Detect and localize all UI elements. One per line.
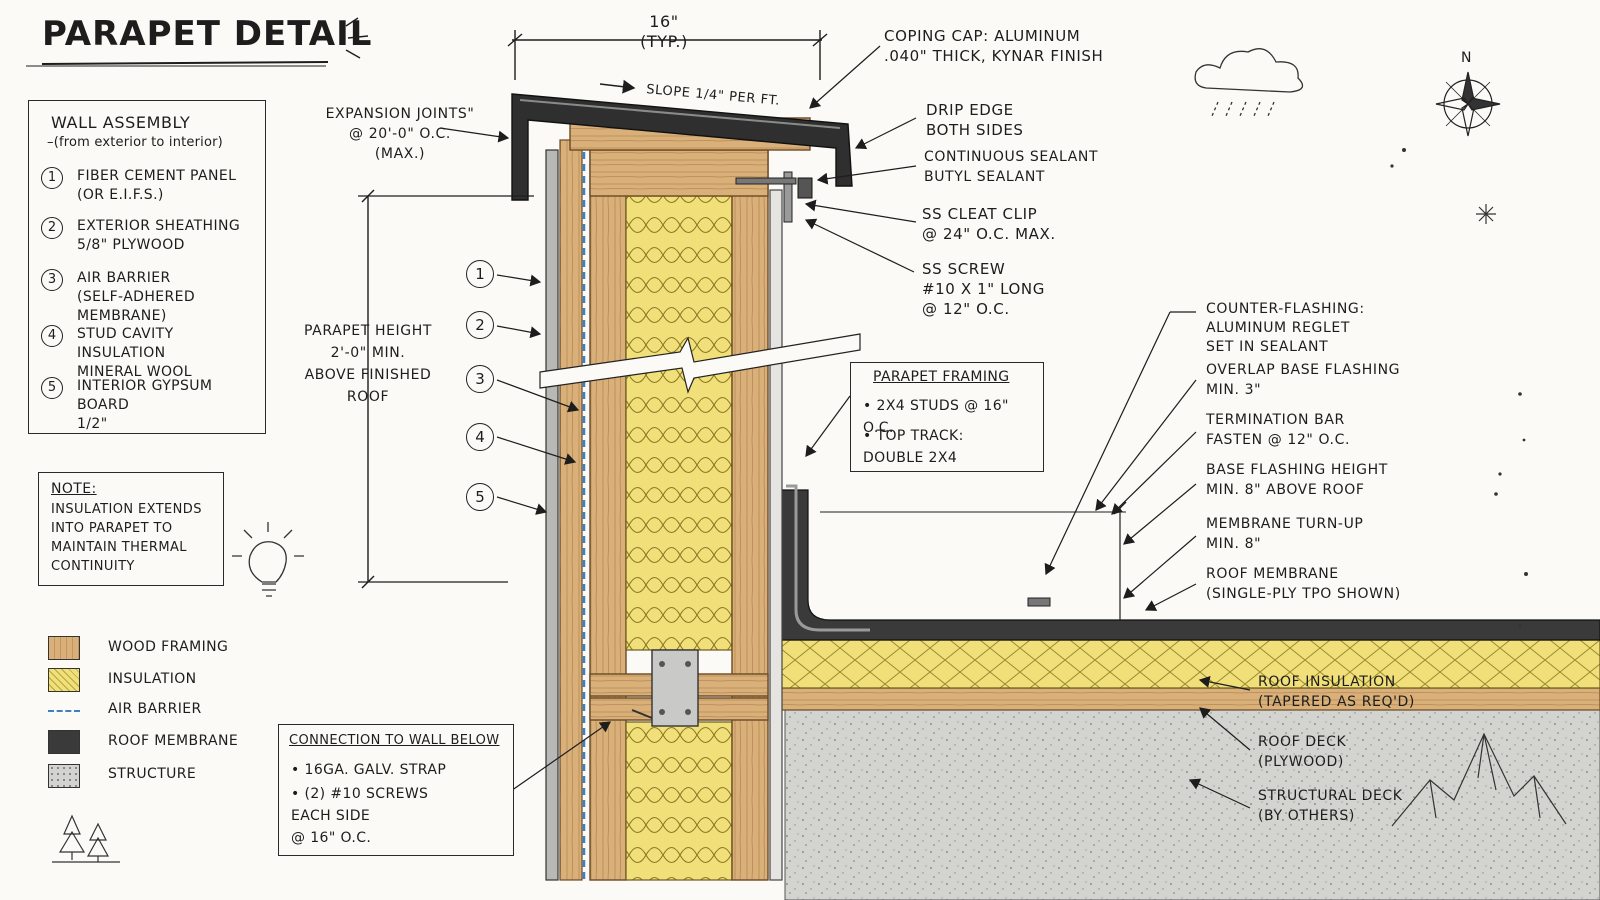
parapet-framing-line: • TOP TRACK: DOUBLE 2x4 xyxy=(863,428,964,466)
coping-cap-label: COPING CAP: ALUMINUM .040" THICK, KYNAR … xyxy=(884,27,1104,65)
stud-cavity-insulation-lower xyxy=(625,721,733,881)
legend-swatch-air-barrier xyxy=(48,710,80,712)
callout-number: 4 xyxy=(466,423,494,451)
wall-assembly-item: 1 FIBER CEMENT PANEL (OR E.I.F.S.) xyxy=(41,167,236,205)
roof-insulation-label: ROOF INSULATION (TAPERED AS REQ'D) xyxy=(1258,674,1415,710)
termination-bar xyxy=(1027,597,1051,607)
connection-box: CONNECTION TO WALL BELOW • 16GA. GALV. S… xyxy=(278,724,514,856)
lightbulb-icon xyxy=(232,522,304,597)
item-number: 4 xyxy=(41,325,63,347)
termination-bar-label: TERMINATION BAR FASTEN @ 12" O.C. xyxy=(1206,412,1351,448)
item-number: 5 xyxy=(41,377,63,399)
cleat-clip-label: SS CLEAT CLIP @ 24" O.C. MAX. xyxy=(922,205,1056,243)
callout-number: 1 xyxy=(466,260,494,288)
parapet-framing-box: PARAPET FRAMING • 2x4 STUDS @ 16" O.C. •… xyxy=(850,362,1044,472)
page-title: PARAPET DETAIL xyxy=(42,14,373,54)
wall-assembly-item: 2 EXTERIOR SHEATHING 5/8" PLYWOOD xyxy=(41,217,240,255)
item-number: 1 xyxy=(41,167,63,189)
connection-line: • 16GA. GALV. STRAP xyxy=(291,762,447,778)
legend-label: INSULATION xyxy=(108,671,197,687)
roof-membrane xyxy=(779,489,1600,641)
galv-strap xyxy=(651,649,699,727)
top-track-double xyxy=(589,149,769,197)
callout-number: 3 xyxy=(466,365,494,393)
legend-label: WOOD FRAMING xyxy=(108,639,229,655)
item-text: FIBER CEMENT PANEL (OR E.I.F.S.) xyxy=(77,168,237,203)
note-text: INSULATION EXTENDS INTO PARAPET TO MAINT… xyxy=(51,502,202,574)
legend-label: AIR BARRIER xyxy=(108,701,202,717)
legend-swatch-insulation xyxy=(48,668,80,692)
ss-screw xyxy=(735,177,797,185)
wall-assembly-heading: WALL ASSEMBLY xyxy=(51,113,191,132)
stud-exterior xyxy=(589,149,627,881)
callout-number: 5 xyxy=(466,483,494,511)
roof-deck xyxy=(779,687,1600,711)
note-box: NOTE: INSULATION EXTENDS INTO PARAPET TO… xyxy=(38,472,224,586)
star-icon xyxy=(1476,204,1496,224)
ss-screw-label: SS SCREW #10 x 1" LONG @ 12" O.C. xyxy=(922,260,1045,318)
structural-deck xyxy=(784,709,1600,900)
wall-assembly-box: WALL ASSEMBLY –(from exterior to interio… xyxy=(28,100,266,434)
trees-icon xyxy=(52,814,120,863)
roof-insulation xyxy=(779,639,1600,689)
base-flashing-label: BASE FLASHING HEIGHT MIN. 8" ABOVE ROOF xyxy=(1206,462,1388,498)
coping-cap xyxy=(511,93,853,201)
counter-flashing-label: COUNTER-FLASHING: ALUMINUM REGLET SET IN… xyxy=(1206,301,1365,355)
item-number: 2 xyxy=(41,217,63,239)
stud-interior xyxy=(731,149,769,881)
parapet-framing-line: • 2x4 STUDS @ 16" O.C. xyxy=(863,398,1009,436)
item-text: AIR BARRIER (SELF-ADHERED MEMBRANE) xyxy=(77,270,196,324)
compass-icon xyxy=(1435,71,1501,137)
connection-line: • (2) #10 SCREWS EACH SIDE @ 16" O.C. xyxy=(291,786,429,846)
cleat-clip xyxy=(783,171,793,223)
cloud-icon xyxy=(1194,48,1304,117)
sealant-label: CONTINUOUS SEALANT BUTYL SEALANT xyxy=(924,149,1099,185)
butyl-sealant xyxy=(797,177,813,199)
wall-assembly-item: 3 AIR BARRIER (SELF-ADHERED MEMBRANE) xyxy=(41,269,265,326)
item-text: EXTERIOR SHEATHING 5/8" PLYWOOD xyxy=(77,218,241,253)
exterior-panel xyxy=(545,149,559,881)
parapet-framing-heading: PARAPET FRAMING xyxy=(873,369,1010,385)
dimension-top-label: 16" (TYP.) xyxy=(640,12,688,51)
structural-deck-label: STRUCTURAL DECK (BY OTHERS) xyxy=(1258,788,1403,824)
break-line xyxy=(539,333,861,394)
roof-deck-label: ROOF DECK (PLYWOOD) xyxy=(1258,734,1347,770)
compass-north-label: N xyxy=(1461,50,1473,66)
wall-assembly-item: 4 STUD CAVITY INSULATION MINERAL WOOL xyxy=(41,325,265,382)
expansion-joints-label: EXPANSION JOINTS" @ 20'-0" O.C. (MAX.) xyxy=(325,106,475,162)
legend-swatch-structure xyxy=(48,764,80,788)
legend-swatch-wood xyxy=(48,636,80,660)
wall-assembly-subheading: –(from exterior to interior) xyxy=(47,135,223,150)
legend-label: ROOF MEMBRANE xyxy=(108,733,239,749)
callout-number: 2 xyxy=(466,311,494,339)
item-number: 3 xyxy=(41,269,63,291)
drip-edge-label: DRIP EDGE BOTH SIDES xyxy=(926,101,1024,139)
parapet-height-label: PARAPET HEIGHT 2'-0" MIN. ABOVE FINISHED… xyxy=(304,323,432,405)
overlap-label: OVERLAP BASE FLASHING MIN. 3" xyxy=(1206,362,1401,398)
base-flashing xyxy=(786,484,870,632)
roof-membrane-label: ROOF MEMBRANE (SINGLE-PLY TPO SHOWN) xyxy=(1206,566,1401,602)
legend-swatch-membrane xyxy=(48,730,80,754)
stud-cavity-insulation-upper xyxy=(625,195,733,651)
membrane-turnup-label: MEMBRANE TURN-UP MIN. 8" xyxy=(1206,516,1364,552)
wall-assembly-item: 5 INTERIOR GYPSUM BOARD 1/2" xyxy=(41,377,265,434)
note-label: NOTE: xyxy=(51,481,97,497)
gypsum-board xyxy=(769,189,783,881)
legend-label: STRUCTURE xyxy=(108,766,197,782)
item-text: STUD CAVITY INSULATION MINERAL WOOL xyxy=(77,326,192,380)
sheathing xyxy=(559,139,583,881)
connection-heading: CONNECTION TO WALL BELOW xyxy=(289,733,500,748)
item-text: INTERIOR GYPSUM BOARD 1/2" xyxy=(77,378,213,432)
mountains-icon xyxy=(1391,732,1567,827)
